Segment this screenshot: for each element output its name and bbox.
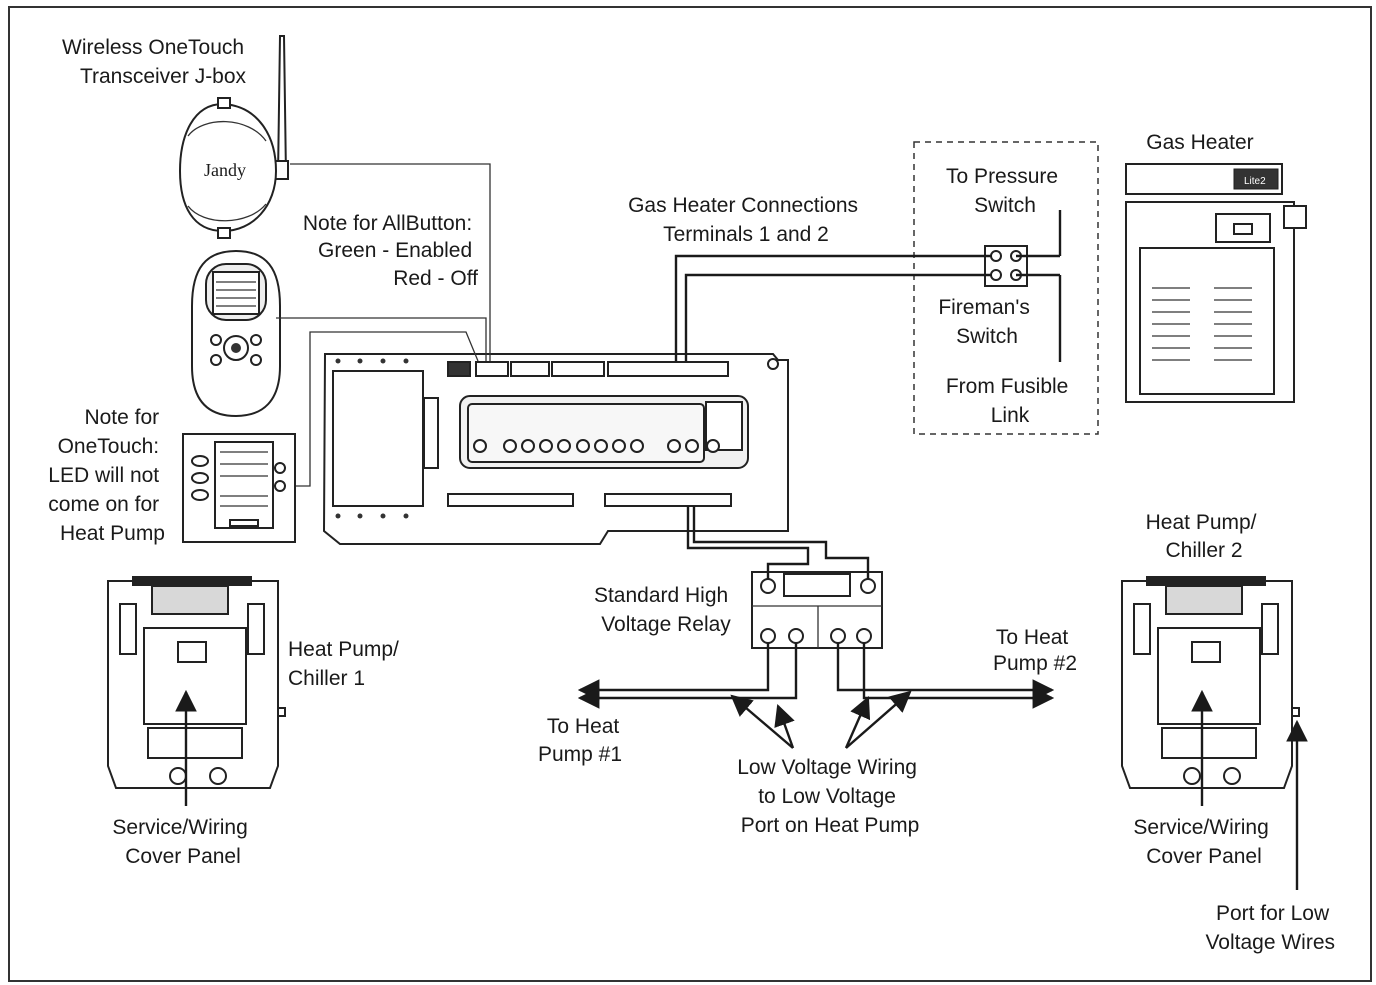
label-gas-heater-connections: Gas Heater Connections Terminals 1 and 2 xyxy=(628,194,864,246)
jandy-logo: Jandy xyxy=(204,160,246,180)
label-from-fusible-link: From Fusible Link xyxy=(946,375,1074,427)
antenna-icon: Jandy xyxy=(178,35,289,239)
heat-pump-icon xyxy=(107,576,286,789)
label-port-low-voltage: Port for Low Voltage Wires xyxy=(1205,902,1335,954)
label-heat-pump-2: Heat Pump/ Chiller 2 xyxy=(1146,511,1263,562)
control-board xyxy=(322,353,789,545)
control-panel-icon xyxy=(182,433,296,543)
outer-border xyxy=(8,6,1372,982)
heat-pump-icon xyxy=(1121,576,1300,789)
wiring-diagram: Jandy xyxy=(8,6,1372,982)
label-allbutton-note: Note for AllButton: Green - Enabled Red … xyxy=(303,212,478,290)
terminal-block xyxy=(984,245,1028,287)
heater-icon: Lite2 xyxy=(1125,163,1307,403)
label-service-panel-1: Service/Wiring Cover Panel xyxy=(112,816,253,868)
label-heat-pump-1: Heat Pump/ Chiller 1 xyxy=(288,638,405,690)
label-to-heat-pump-2: To Heat Pump #2 xyxy=(993,626,1077,675)
label-service-panel-2: Service/Wiring Cover Panel xyxy=(1133,816,1274,868)
safety-circuit-box xyxy=(913,141,1099,435)
heater-brand-logo: Lite2 xyxy=(1244,176,1266,187)
wires xyxy=(276,163,1062,709)
label-low-voltage-wiring: Low Voltage Wiring to Low Voltage Port o… xyxy=(737,756,923,837)
relay-icon xyxy=(751,571,883,649)
diagram-frame: Jandy xyxy=(8,6,1372,982)
label-onetouch-note: Note for OneTouch: LED will not come on … xyxy=(48,406,165,545)
label-to-heat-pump-1: To Heat Pump #1 xyxy=(538,715,625,766)
label-firemans-switch: Fireman's Switch xyxy=(938,296,1035,348)
label-gas-heater: Gas Heater xyxy=(1146,131,1253,154)
label-relay: Standard High Voltage Relay xyxy=(594,584,734,636)
label-wireless-transceiver: Wireless OneTouch Transceiver J-box xyxy=(62,36,250,88)
remote-icon xyxy=(191,249,281,418)
pointer-arrows xyxy=(175,689,1308,890)
label-to-pressure-switch: To Pressure Switch xyxy=(946,165,1064,217)
